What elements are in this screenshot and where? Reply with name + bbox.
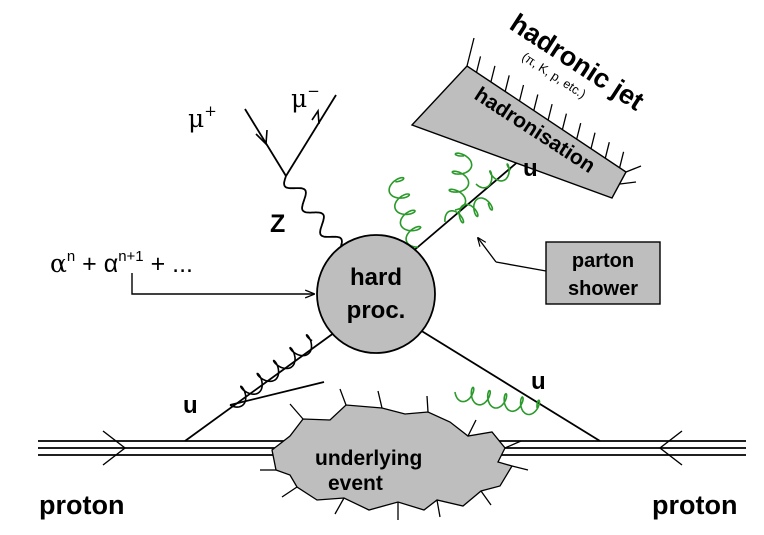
parton-shower-arrow-tip bbox=[478, 238, 497, 263]
hadron-tick bbox=[518, 84, 525, 102]
z-boson-label: Z bbox=[270, 210, 285, 238]
hadron-tick bbox=[561, 113, 568, 130]
hadron-tick bbox=[466, 37, 475, 67]
parton-shower-arrow bbox=[495, 261, 547, 272]
underlying-event-label-2: event bbox=[328, 472, 383, 495]
hard-process-label-1: hard bbox=[350, 264, 402, 291]
parton-shower-box bbox=[545, 241, 661, 305]
parton-shower-label-1: parton bbox=[572, 250, 634, 272]
hadron-tick bbox=[576, 122, 582, 140]
hadron-tick bbox=[547, 103, 553, 121]
proton-beam-right bbox=[600, 430, 746, 466]
coupling-arrow bbox=[131, 273, 314, 294]
parton-shower-gluons bbox=[388, 152, 541, 416]
parton-shower-label-2: shower bbox=[568, 278, 638, 300]
hadron-tick bbox=[604, 142, 610, 159]
mu-plus-label: μ+ bbox=[188, 102, 217, 133]
hadron-tick bbox=[619, 181, 637, 185]
hadron-tick bbox=[533, 94, 539, 111]
proton-beam-left bbox=[38, 430, 185, 466]
initial-gluon bbox=[229, 334, 313, 408]
mu-minus-label: μ− bbox=[291, 82, 320, 113]
hadron-tick bbox=[625, 165, 642, 173]
hadron-tick bbox=[618, 151, 625, 168]
coupling-expansion-label: αn + αn+1 + ... bbox=[50, 248, 193, 278]
hadron-tick bbox=[590, 132, 596, 149]
quark-label-right: u bbox=[531, 368, 546, 395]
muon-lines bbox=[244, 94, 337, 177]
z-boson-line bbox=[283, 175, 343, 250]
proton-label-left: proton bbox=[39, 490, 124, 520]
proton-label-right: proton bbox=[652, 490, 737, 520]
quark-label-left: u bbox=[183, 392, 198, 419]
underlying-event-label-1: underlying bbox=[315, 447, 422, 470]
hard-process-circle bbox=[316, 234, 436, 354]
hadron-tick bbox=[504, 75, 510, 92]
underlying-event-blob bbox=[260, 388, 529, 520]
hadron-tick bbox=[490, 65, 496, 83]
quark-label-jet: u bbox=[523, 155, 538, 182]
hadron-tick bbox=[475, 56, 482, 73]
hard-process-label-2: proc. bbox=[347, 297, 406, 324]
